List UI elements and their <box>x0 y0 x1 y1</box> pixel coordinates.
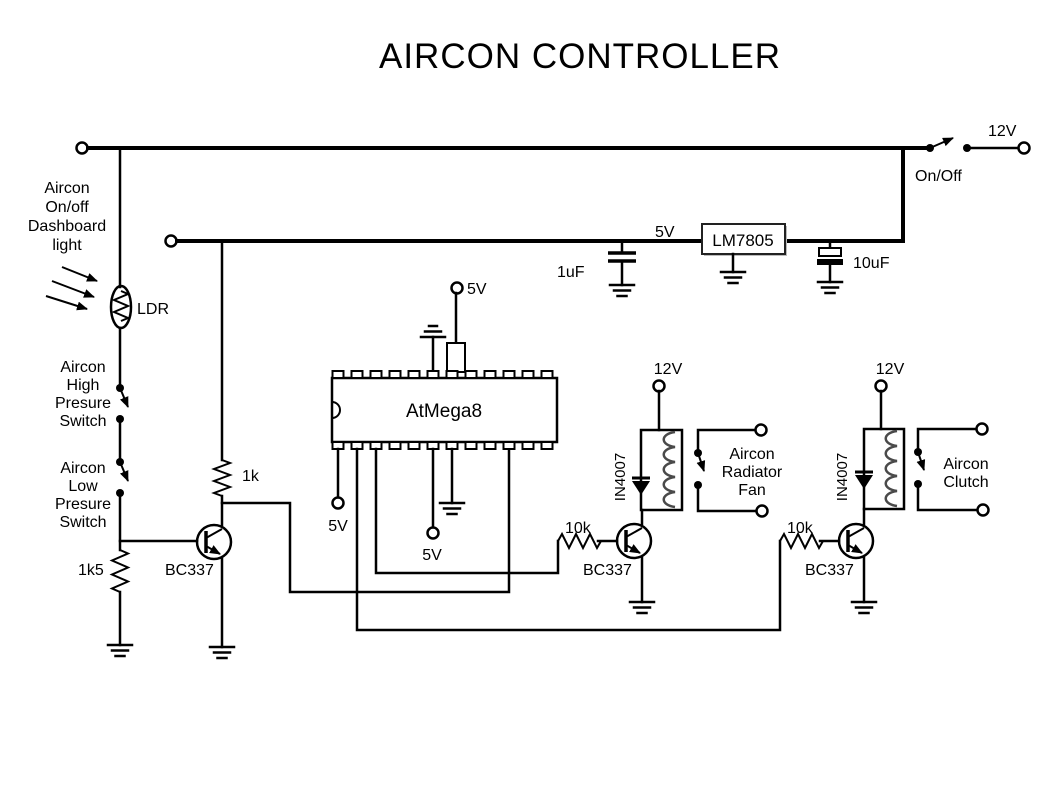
svg-text:Aircon: Aircon <box>943 456 988 473</box>
battery-terminal <box>1017 141 1031 155</box>
rail5v-terminal <box>164 234 178 248</box>
clutch-flyback-diode: IN4007 <box>834 453 873 501</box>
svg-text:Radiator: Radiator <box>722 464 783 481</box>
power-rail-12v: 12V On/Off <box>75 123 1031 243</box>
svg-text:Dashboard: Dashboard <box>28 218 106 235</box>
clutch-diode-label: IN4007 <box>834 453 851 501</box>
svg-text:Fan: Fan <box>738 482 766 499</box>
transistor-bc337-clutch: BC337 <box>805 507 878 615</box>
clutch-relay-box <box>862 427 906 511</box>
fan-relay-contacts <box>694 423 769 518</box>
light-arrows-icon <box>45 266 98 311</box>
clutch-base-resistor <box>779 531 824 551</box>
high-pressure-label: Aircon High Presure Switch <box>55 359 111 430</box>
vcc-pin-box <box>446 342 466 373</box>
ground-symbol <box>719 270 747 285</box>
svg-text:Aircon: Aircon <box>44 180 89 197</box>
ground-symbol <box>106 643 134 658</box>
mcu-pins-top <box>331 370 554 379</box>
supply-terminal <box>75 141 89 155</box>
ground-symbol <box>438 501 466 516</box>
capacitor-1uf: 1uF <box>557 239 636 298</box>
mcu-pins-bottom <box>331 441 554 450</box>
vcc-mid-terminal <box>426 526 440 540</box>
svg-text:Switch: Switch <box>59 413 106 430</box>
svg-text:Aircon: Aircon <box>60 460 105 477</box>
fan-base-resistor <box>557 531 602 551</box>
resistor-1k5: 1k5 <box>78 549 134 658</box>
fan-12v-label: 12V <box>654 361 683 378</box>
clutch-load-label: Aircon Clutch <box>943 456 988 491</box>
svg-text:Aircon: Aircon <box>729 446 774 463</box>
transistor-bc337-fan-label: BC337 <box>583 562 632 579</box>
ground-symbol <box>208 645 236 660</box>
dashboard-light-label: Aircon On/off Dashboard light <box>28 180 106 254</box>
ground-symbol <box>419 324 447 339</box>
svg-text:Presure: Presure <box>55 496 111 513</box>
cap-10uf-label: 10uF <box>853 255 890 272</box>
low-pressure-label: Aircon Low Presure Switch <box>55 460 111 531</box>
mcu-notch <box>331 401 341 419</box>
clutch-driver: 12V IN4007 Aircon Clutch 10k <box>779 361 990 615</box>
ldr-symbol <box>109 284 133 330</box>
ground-symbol <box>608 283 636 298</box>
fan-relay-coil <box>662 430 676 509</box>
fan-driver: 12V IN4007 Aircon Radiator Fan 10k <box>557 361 783 615</box>
cap-1uf-label: 1uF <box>557 264 585 281</box>
page-title: AIRCON CONTROLLER <box>379 37 781 76</box>
transistor-bc337-clutch-label: BC337 <box>805 562 854 579</box>
resistor-1k-label: 1k <box>242 468 260 485</box>
fan-load-label: Aircon Radiator Fan <box>722 446 783 499</box>
wire-to-clutch-driver <box>355 447 782 632</box>
transistor-bc337-fan: BC337 <box>583 508 656 615</box>
ldr-label: LDR <box>137 301 169 318</box>
mcu-vcc-pin1-label: 5V <box>328 518 348 535</box>
mcu-name-label: AtMega8 <box>406 401 482 422</box>
rail-5v-label: 5V <box>655 224 675 241</box>
sensor-chain: LDR 1k5 1k <box>28 146 511 660</box>
clutch-base-resistor-label: 10k <box>787 520 814 537</box>
wire-to-fan-driver <box>374 447 560 575</box>
sense-wire <box>220 447 511 594</box>
svg-text:Presure: Presure <box>55 395 111 412</box>
clutch-relay-coil <box>884 429 898 508</box>
mcu-atmega8: 5V AtMega8 5V 5V <box>328 281 782 632</box>
fan-diode-label: IN4007 <box>612 453 629 501</box>
battery-12v-label: 12V <box>988 123 1017 140</box>
clutch-relay-contacts <box>914 422 990 517</box>
onoff-switch-label: On/Off <box>915 168 962 185</box>
svg-text:On/off: On/off <box>45 199 89 216</box>
fan-flyback-diode: IN4007 <box>612 453 650 501</box>
resistor-1k5-label: 1k5 <box>78 562 104 579</box>
low-pressure-switch[interactable] <box>116 458 129 497</box>
transistor-bc337-sensor: BC337 <box>165 523 236 660</box>
svg-text:Clutch: Clutch <box>943 474 988 491</box>
svg-text:light: light <box>52 237 82 254</box>
svg-text:Low: Low <box>68 478 98 495</box>
svg-text:Aircon: Aircon <box>60 359 105 376</box>
clutch-12v-label: 12V <box>876 361 905 378</box>
ground-symbol <box>850 600 878 615</box>
regulator-lm7805: LM7805 <box>701 223 787 285</box>
transistor-bc337-sensor-label: BC337 <box>165 562 214 579</box>
mcu-vcc-top-label: 5V <box>467 281 487 298</box>
fan-relay-box <box>639 428 684 512</box>
svg-text:Switch: Switch <box>59 514 106 531</box>
ground-symbol <box>628 600 656 615</box>
mcu-body <box>330 376 559 444</box>
ground-symbol <box>816 280 844 295</box>
onoff-switch-arm[interactable] <box>929 137 954 149</box>
high-pressure-switch[interactable] <box>116 384 129 423</box>
regulator-label: LM7805 <box>712 231 773 250</box>
vcc-pin1-terminal <box>331 496 345 510</box>
resistor-1k: 1k <box>211 239 260 528</box>
mcu-vcc-mid-label: 5V <box>422 547 442 564</box>
fan-base-resistor-label: 10k <box>565 520 592 537</box>
capacitor-10uf: 10uF <box>816 239 890 295</box>
svg-text:High: High <box>67 377 100 394</box>
regulator-section: 5V 1uF LM7805 10uF <box>164 223 905 298</box>
